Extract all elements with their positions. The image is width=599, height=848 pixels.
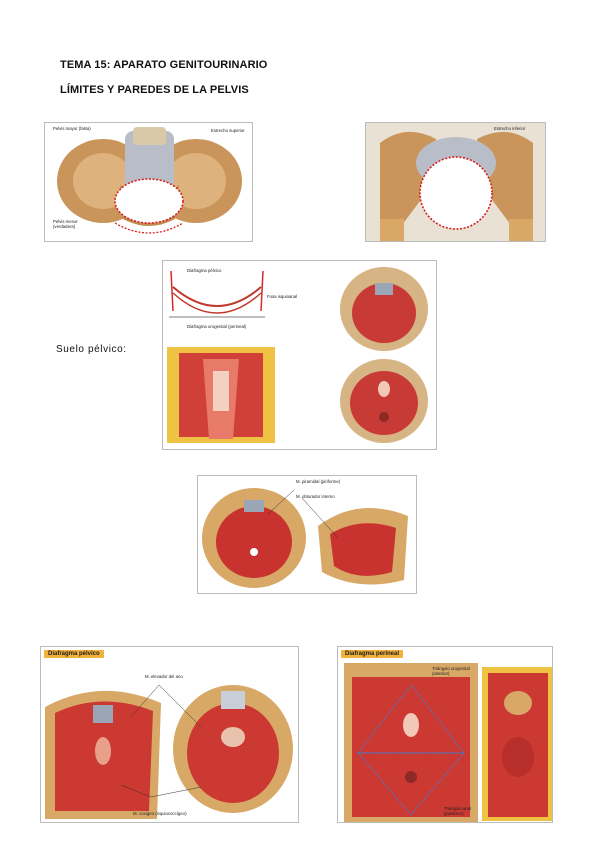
urogenital-triangle-label: Triángulo urogenital	[432, 666, 470, 671]
pelvic-wall-muscles-illustration	[202, 488, 408, 588]
pelvic-floor-heading: Suelo pélvico:	[56, 344, 127, 355]
anal-triangle-sub-label: (posterior)	[444, 811, 464, 816]
ischioanal-fossa-label: Fosa isquioanal	[267, 294, 298, 299]
pelvis-inferior-illustration	[366, 123, 545, 241]
pelvic-diaphragm-label: Diafragma pélvico	[187, 268, 222, 273]
pelvic-wall-muscles-figure: M. piramidal (piriforme) M. obturador in…	[197, 475, 417, 594]
pelvis-major-label: Pelvis mayor (falsa)	[53, 126, 91, 131]
urogenital-triangle-sub-label: (anterior)	[432, 671, 450, 676]
upper-strait-label: Estrecho superior	[211, 128, 245, 133]
pelvic-floor-figure: Diafragma pélvico Fosa isquioanal Diafra…	[162, 260, 437, 450]
pelvic-diaphragm-figure: Diafragma pélvico M. elevador del ano M.…	[40, 646, 299, 823]
levator-ani-label: M. elevador del ano	[145, 674, 183, 679]
urogenital-diaphragm-label: Diafragma urogenital (perineal)	[187, 324, 247, 329]
pelvic-diaphragm-badge: Diafragma pélvico	[44, 650, 104, 658]
lower-strait-label: Estrecho inferior	[494, 126, 526, 131]
anal-triangle-label: Triángulo anal	[444, 806, 472, 811]
pelvis-inferior-figure: Estrecho inferior	[365, 122, 546, 242]
pelvic-diaphragm-illustration	[45, 684, 293, 819]
perineal-diaphragm-badge: Diafragma perineal	[341, 650, 404, 658]
pelvis-minor-label: Pelvis menor	[53, 219, 78, 224]
perineal-diaphragm-illustration	[344, 663, 552, 822]
pelvis-front-illustration	[57, 127, 242, 234]
perineal-diaphragm-figure: Diafragma perineal Triángulo urogenital …	[337, 646, 553, 823]
page-title: TEMA 15: APARATO GENITOURINARIO	[60, 59, 268, 71]
piriform-muscle-label: M. piramidal (piriforme)	[296, 479, 341, 484]
section-title: LÍMITES Y PAREDES DE LA PELVIS	[60, 84, 249, 96]
coccygeus-label: M. coxígeo (isquiococcígeo)	[133, 811, 187, 816]
pelvis-minor-sub-label: (verdadera)	[53, 224, 76, 229]
obturator-muscle-label: M. obturador interno	[296, 494, 335, 499]
pelvic-floor-illustration	[167, 267, 428, 443]
pelvis-front-figure: Pelvis mayor (falsa) Estrecho superior P…	[44, 122, 253, 242]
